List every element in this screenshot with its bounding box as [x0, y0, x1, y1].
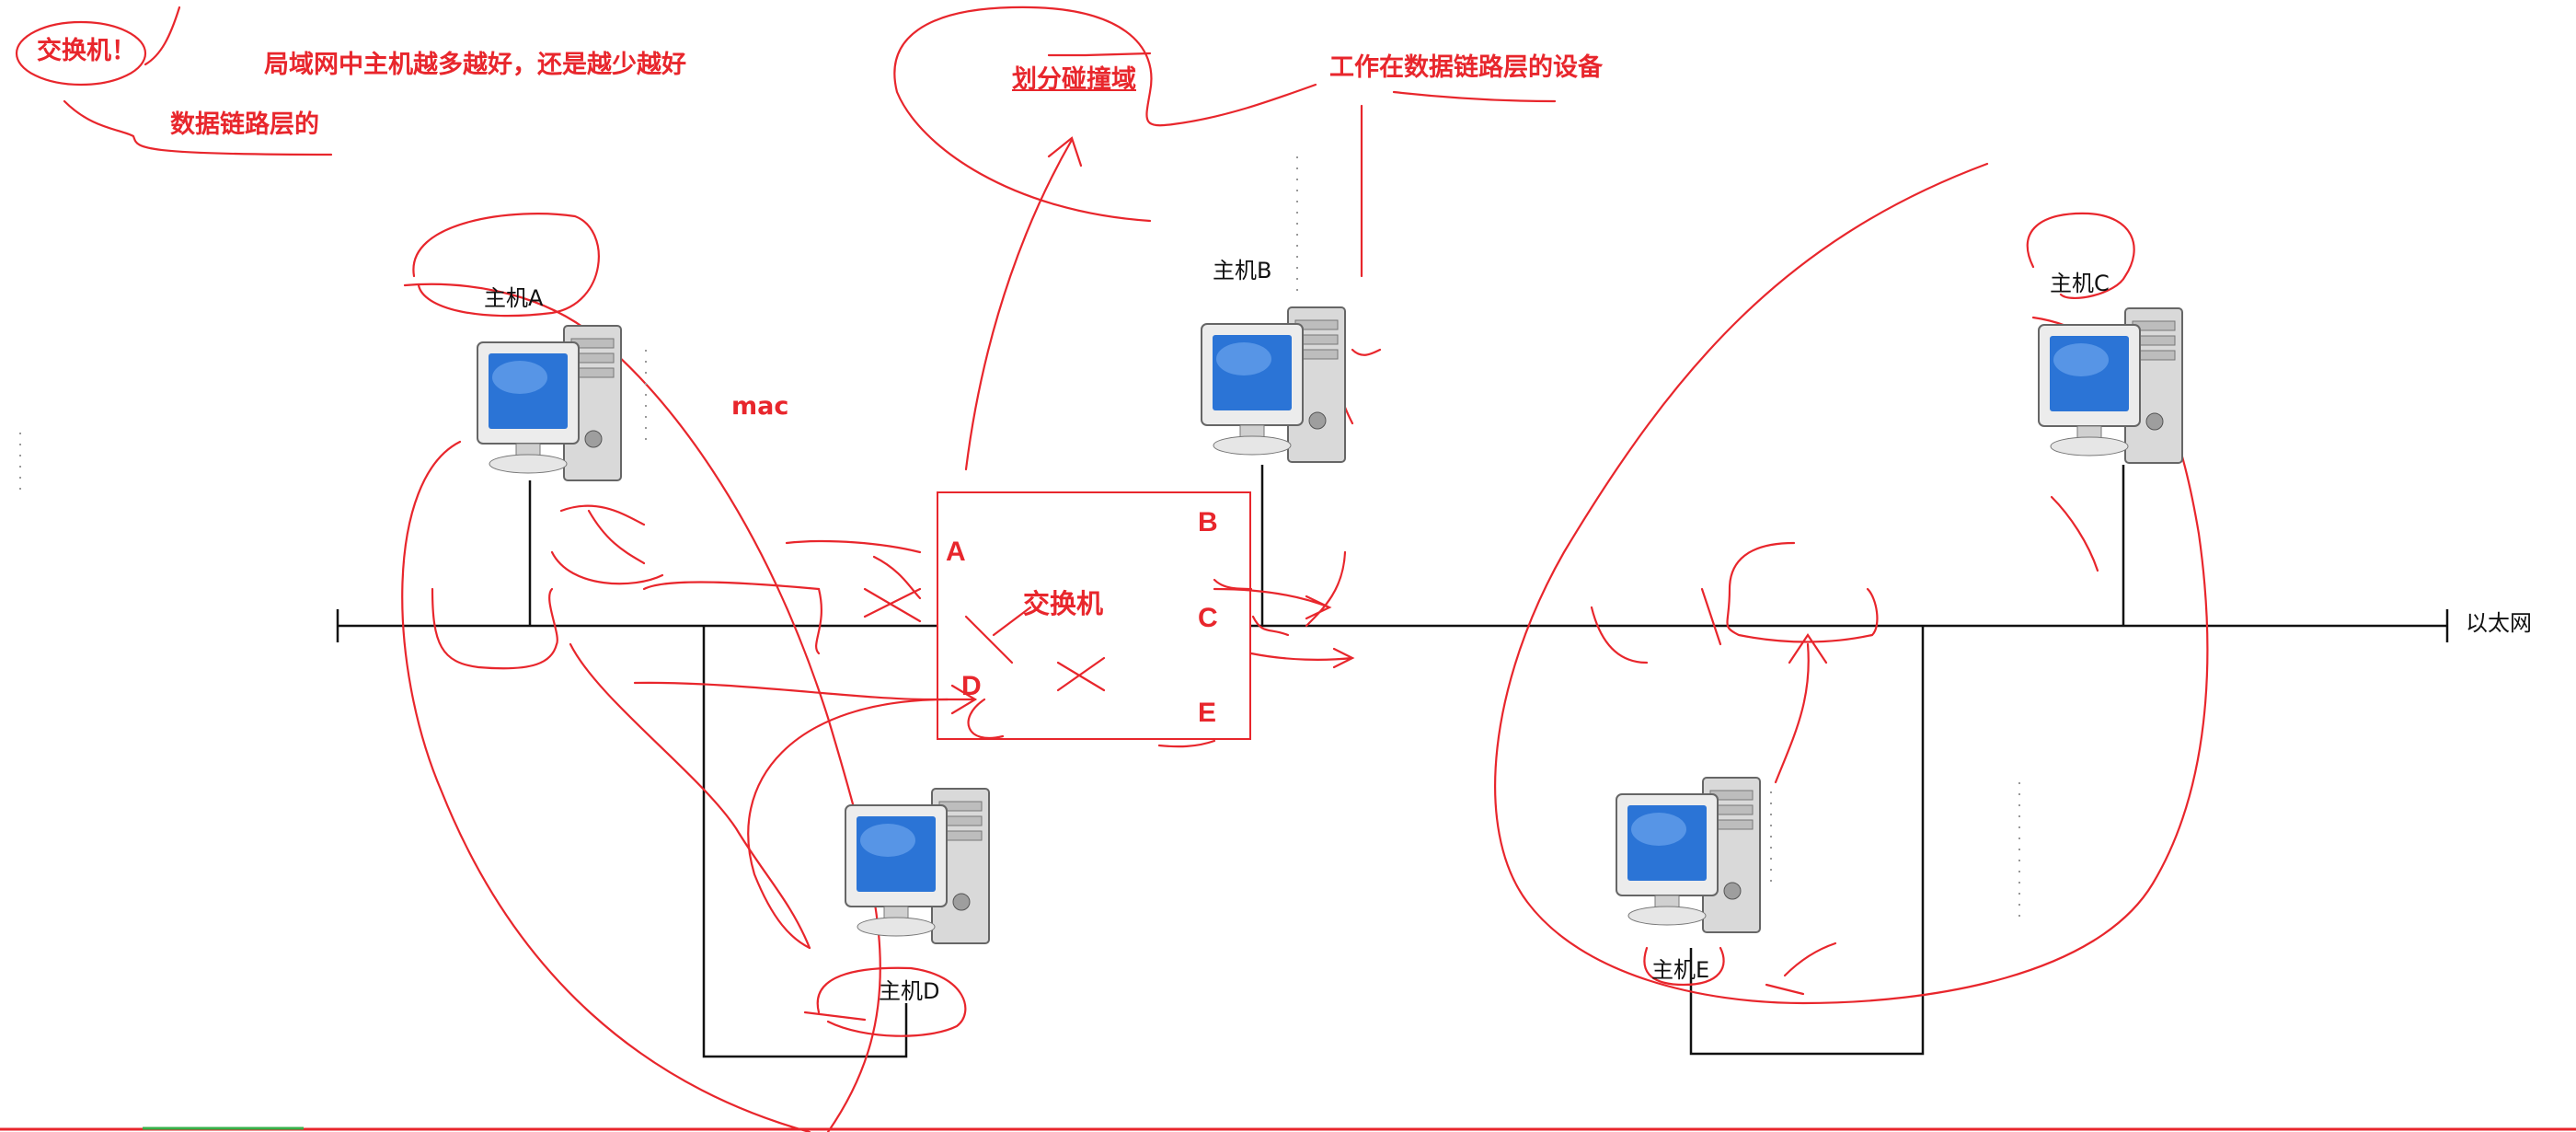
- ethernet-label: 以太网: [2466, 610, 2532, 636]
- faint-dots: [19, 156, 2020, 920]
- host-c-computer: [2035, 306, 2187, 468]
- port-b-label: B: [1198, 507, 1218, 537]
- host-b-computer: [1198, 306, 1350, 467]
- host-a-label: 主机A: [484, 285, 544, 311]
- computer-icon: [477, 325, 622, 481]
- handwritten-annotations: [15, 6, 2209, 1132]
- host-e-label: 主机E: [1651, 957, 1710, 983]
- switch-box: [937, 491, 1251, 740]
- host-a-computer: [474, 324, 626, 485]
- port-a-label: A: [946, 537, 966, 567]
- ethernet-bus: [336, 609, 2449, 642]
- host-b-label: 主机B: [1213, 258, 1272, 283]
- host-wires: [528, 465, 2125, 1058]
- computer-icon: [845, 788, 990, 944]
- port-d-label: D: [961, 671, 982, 701]
- port-e-label: E: [1198, 698, 1217, 728]
- note-question: 局域网中主机越多越好，还是越少越好: [264, 51, 686, 79]
- computer-icon: [1616, 777, 1761, 933]
- computer-icon: [1201, 306, 1346, 463]
- host-d-label: 主机D: [879, 978, 940, 1004]
- host-e-computer: [1613, 776, 1765, 937]
- note-collision: 划分碰撞域: [1012, 65, 1136, 94]
- note-layer: 数据链路层的: [170, 110, 319, 139]
- computer-icon: [2038, 307, 2183, 464]
- note-mac: mac: [731, 392, 789, 421]
- host-d-computer: [842, 787, 994, 948]
- port-c-label: C: [1198, 603, 1218, 633]
- switch-label: 交换机: [1023, 588, 1104, 619]
- host-c-label: 主机C: [2050, 271, 2110, 296]
- note-title: 交换机！: [37, 37, 136, 65]
- note-device: 工作在数据链路层的设备: [1329, 53, 1603, 82]
